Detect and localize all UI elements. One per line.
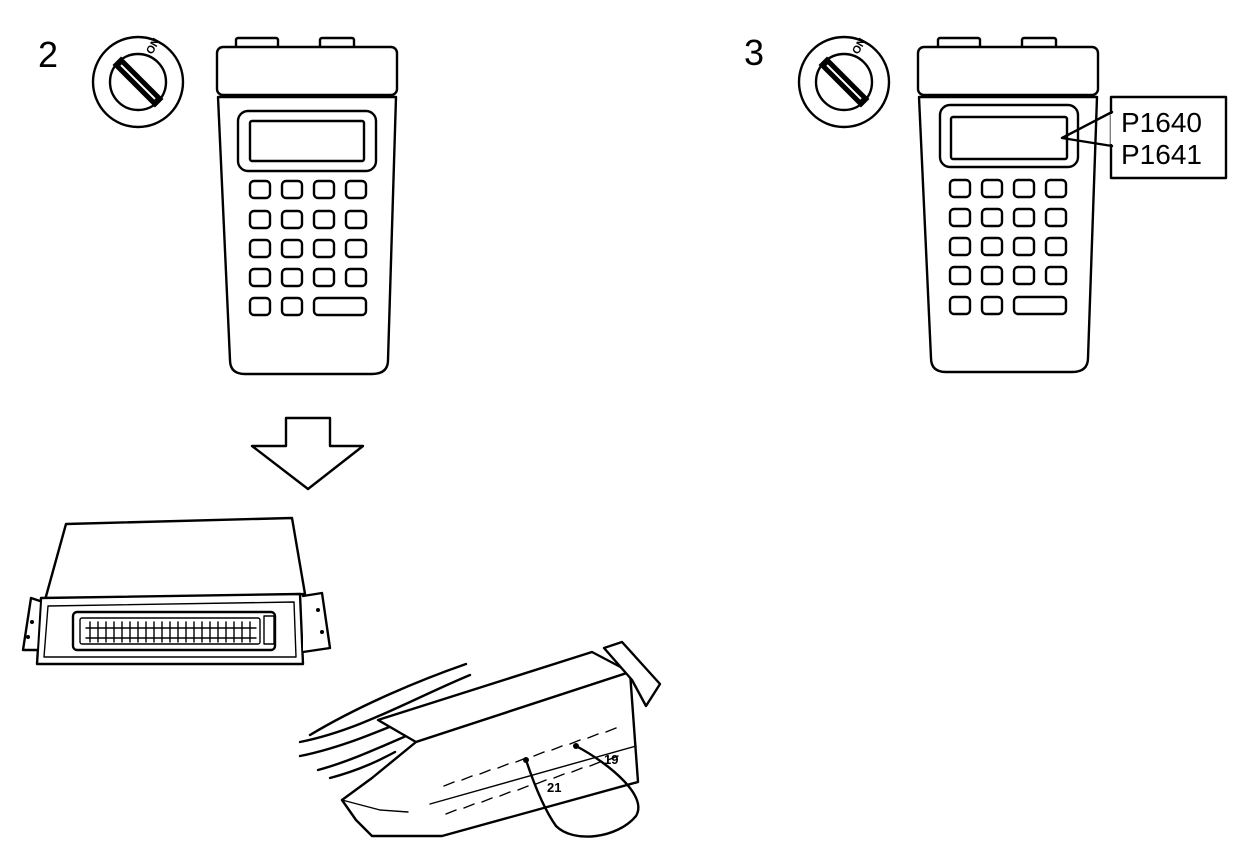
step-3-scan-tool-icon [916,36,1100,374]
fault-code-callout: P1640 P1641 [1060,95,1228,180]
harness-connector-icon: 21 19 [298,640,662,838]
fault-code-1: P1640 [1121,107,1202,138]
pin-19-label: 19 [604,752,618,767]
fault-code-2: P1641 [1121,139,1202,170]
step-2-ignition-switch-icon: ON [91,35,185,129]
step-2-scan-tool-icon [215,36,399,376]
step-3-keypad [948,178,1068,316]
step-3-number: 3 [744,32,764,73]
down-arrow-icon [250,416,365,491]
step-2-group: 2 ON [21,34,662,838]
step-2-keypad [248,179,368,317]
control-module-icon [21,516,332,666]
step-3-group: 3 ON [744,32,1228,374]
step-3-ignition-switch-icon: ON [797,35,891,129]
step-2-number: 2 [38,34,58,75]
pin-21-label: 21 [547,780,561,795]
